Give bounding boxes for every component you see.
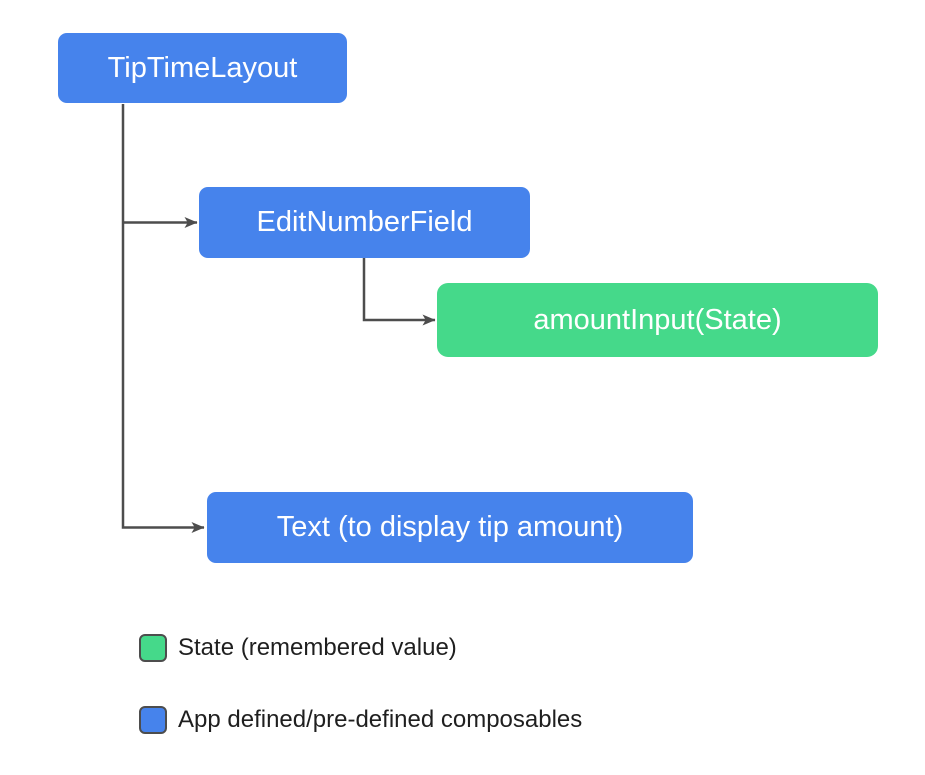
legend-item-composables: App defined/pre-defined composables — [139, 706, 582, 734]
node-amountinput-state: amountInput(State) — [437, 283, 878, 357]
node-editnumberfield: EditNumberField — [199, 187, 530, 258]
legend-item-state: State (remembered value) — [139, 634, 457, 662]
node-text-display-tip-amount: Text (to display tip amount) — [207, 492, 693, 563]
legend-state-label: State (remembered value) — [178, 634, 457, 661]
node-tiptimelayout: TipTimeLayout — [58, 33, 347, 103]
edge-tiptimelayout-textdisplay — [121, 104, 205, 533]
state-green-swatch — [139, 634, 167, 662]
edge-editnumberfield-amountinput — [362, 258, 436, 326]
node-editnumberfield-label: EditNumberField — [256, 206, 473, 238]
legend-composables-label: App defined/pre-defined composables — [178, 706, 583, 733]
node-amountinput-state-label: amountInput(State) — [533, 303, 782, 336]
composable-blue-swatch — [139, 706, 167, 734]
node-tiptimelayout-label: TipTimeLayout — [107, 51, 298, 84]
node-text-display-tip-amount-label: Text (to display tip amount) — [276, 511, 624, 543]
